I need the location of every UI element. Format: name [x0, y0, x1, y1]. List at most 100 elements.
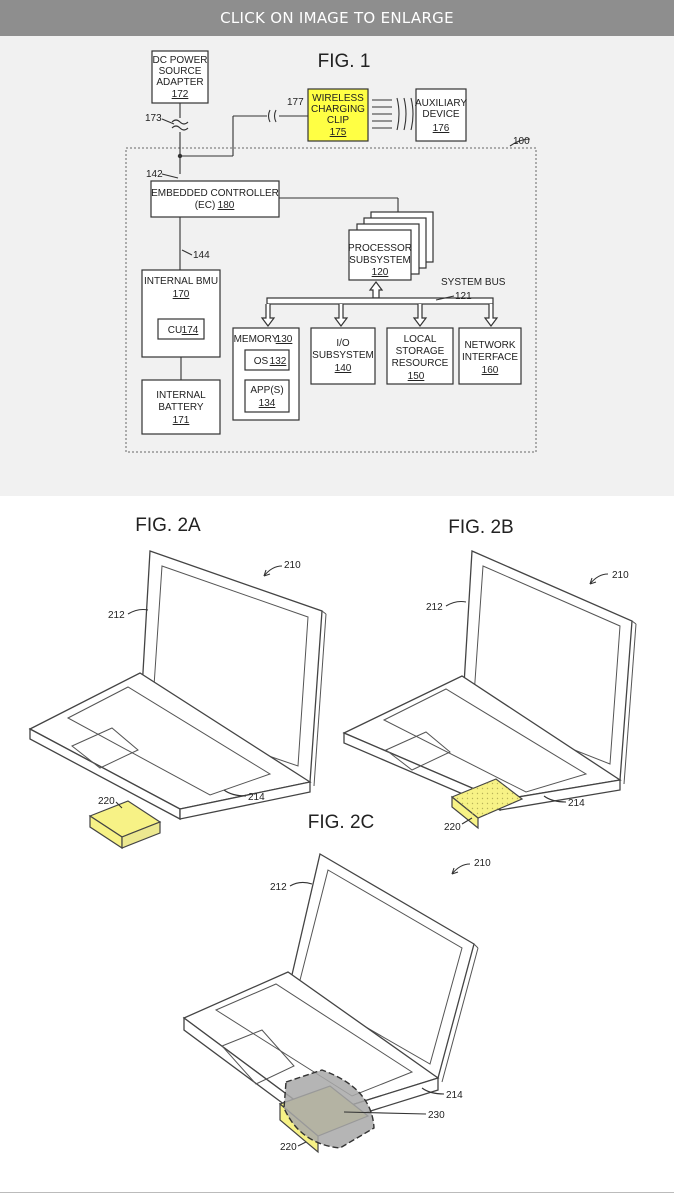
ref-144: 144 [193, 250, 210, 261]
ref-100: 100 [513, 136, 530, 147]
fig2b-laptop-screen [472, 565, 621, 765]
dc-power-ref: 172 [172, 89, 189, 100]
fig2a-laptop-screen [151, 565, 309, 767]
clip-ref: 175 [330, 127, 347, 138]
storage-line3: RESOURCE [392, 358, 449, 369]
ref-leader-100 [509, 138, 531, 147]
battery-ref: 171 [173, 415, 190, 426]
wireless-waves [372, 97, 414, 131]
aux-line2: DEVICE [422, 109, 460, 120]
fig1-panel[interactable]: FIG. 1 100 DC POWER SOURCE ADAPTER 172 1… [0, 36, 674, 496]
ref-142: 142 [146, 169, 163, 180]
internal-bmu-block [141, 269, 221, 358]
local-storage-block [386, 327, 454, 385]
fig2a-touchpad [71, 727, 139, 769]
os-line: OS [254, 356, 269, 367]
storage-ref: 150 [408, 371, 425, 382]
memory-line: MEMORY [234, 334, 279, 345]
fig2c-ref-220: 220 [280, 1142, 297, 1153]
fig2c-title: FIG. 2C [308, 812, 375, 833]
fig2b-ref-212: 212 [426, 602, 443, 613]
system-boundary [125, 147, 537, 453]
battery-line2: BATTERY [158, 402, 204, 413]
memory-ref: 130 [276, 334, 293, 345]
dc-power-line2: SOURCE [159, 66, 202, 77]
io-ref: 140 [335, 363, 352, 374]
fig2c-cover-230 [283, 1069, 375, 1149]
bottom-divider [0, 1192, 674, 1193]
bmu-line: INTERNAL BMU [144, 276, 218, 287]
ec-line2: (EC) [195, 200, 216, 211]
fig1-title: FIG. 1 [318, 51, 371, 72]
fig2a-title: FIG. 2A [135, 515, 201, 536]
system-bus-label: SYSTEM BUS [441, 277, 506, 288]
clip-line3: CLIP [327, 115, 350, 126]
aux-line1: AUXILIARY [415, 98, 467, 109]
fig2-drawings: FIG. 2A 220 210 212 214 FIG. 2B [28, 515, 637, 1154]
ref-leader-144 [181, 249, 193, 256]
wireless-charging-clip-block [307, 88, 369, 142]
processor-line2: SUBSYSTEM [349, 255, 411, 266]
fig2c-ref-214: 214 [446, 1090, 463, 1101]
fig2c-ref-212: 212 [270, 882, 287, 893]
fig2b-keyboard [382, 688, 588, 793]
dc-power-adapter-block [151, 50, 209, 104]
processor-line1: PROCESSOR [348, 243, 412, 254]
ec-line1: EMBEDDED CONTROLLER [151, 188, 279, 199]
os-ref: 132 [270, 356, 287, 367]
cu-ref: 174 [182, 325, 199, 336]
fig2a: FIG. 2A 220 210 212 214 [28, 515, 327, 850]
wire-177-break [267, 109, 277, 123]
cu-block [157, 318, 205, 340]
apps-ref: 134 [259, 398, 276, 409]
fig2b-title: FIG. 2B [448, 517, 513, 538]
fig2b-ref-214: 214 [568, 798, 585, 809]
fig2c-touchpad [221, 1029, 295, 1085]
fig2a-base-side [179, 781, 311, 820]
io-line1: I/O [336, 338, 350, 349]
dc-power-line1: DC POWER [153, 55, 208, 66]
fig2b-touchpad [385, 731, 451, 771]
clip-line1: WIRELESS [312, 93, 364, 104]
fig2a-ref-212: 212 [108, 610, 125, 621]
ref-121: 121 [455, 291, 472, 302]
fig2b: FIG. 2B 220 210 212 214 [342, 517, 637, 833]
clip-line2: CHARGING [311, 104, 365, 115]
junction-dot [177, 153, 183, 159]
enlarge-image-banner[interactable]: CLICK ON IMAGE TO ENLARGE [0, 0, 674, 36]
io-line2: SUBSYSTEM [312, 350, 374, 361]
fig2a-keyboard [66, 686, 272, 796]
bmu-ref: 170 [173, 289, 190, 300]
ec-ref: 180 [218, 200, 235, 211]
ref-173: 173 [145, 113, 162, 124]
cu-line: CU [168, 325, 182, 336]
network-line2: INTERFACE [462, 352, 518, 363]
apps-line: APP(S) [250, 385, 283, 396]
ref-leader-142 [161, 173, 179, 179]
ref-leader-173 [161, 118, 175, 125]
processor-ref: 120 [372, 267, 389, 278]
fig2a-ref-210: 210 [284, 560, 301, 571]
enlarge-image-label: CLICK ON IMAGE TO ENLARGE [220, 9, 454, 27]
fig2c-ref-210: 210 [474, 858, 491, 869]
embedded-controller-block [150, 180, 280, 218]
storage-line1: LOCAL [404, 334, 437, 345]
fig2c-ref-230: 230 [428, 1110, 445, 1121]
network-ref: 160 [482, 365, 499, 376]
fig2b-ref-220: 220 [444, 822, 461, 833]
fig2c-laptop-screen [297, 869, 463, 1065]
fig2a-ref-220: 220 [98, 796, 115, 807]
dc-power-line3: ADAPTER [156, 77, 203, 88]
fig1-diagram: FIG. 1 100 DC POWER SOURCE ADAPTER 172 1… [125, 50, 537, 453]
battery-line1: INTERNAL [156, 390, 206, 401]
fig2c: FIG. 2C 230 220 210 212 214 [182, 812, 491, 1154]
ref-leader-121 [435, 295, 455, 301]
wire-173-break [171, 119, 189, 131]
network-line1: NETWORK [464, 340, 515, 351]
storage-line2: STORAGE [396, 346, 445, 357]
network-interface-block [458, 327, 522, 385]
aux-ref: 176 [433, 123, 450, 134]
apps-block [244, 379, 290, 413]
os-block [244, 349, 290, 371]
io-subsystem-block [310, 327, 376, 385]
